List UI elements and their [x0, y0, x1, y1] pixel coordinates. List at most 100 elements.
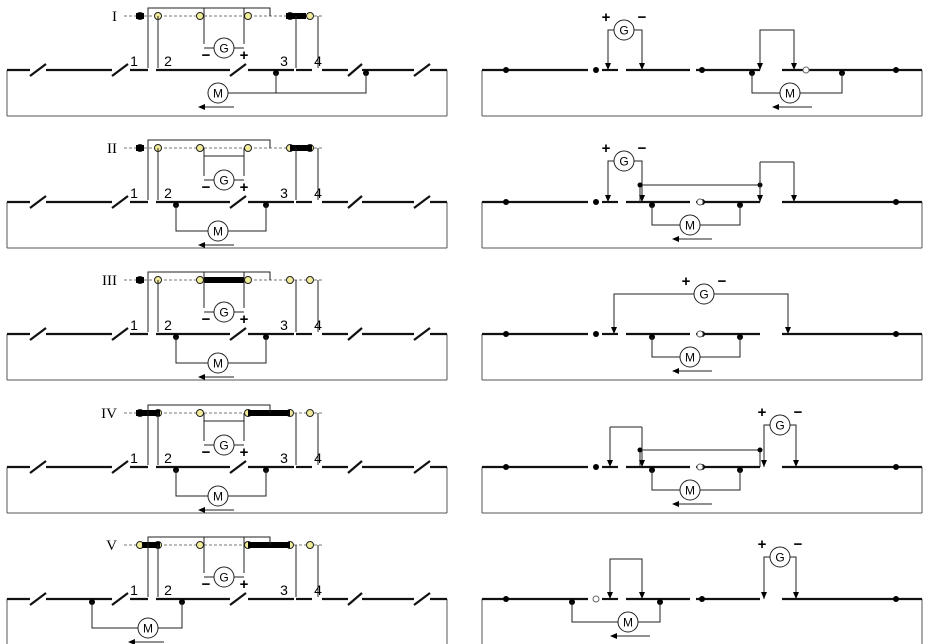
arrow-head [791, 63, 797, 70]
generator-lead [607, 29, 614, 70]
section-number-2: 2 [164, 450, 172, 466]
section-number-3: 3 [280, 317, 288, 333]
arrow-head [761, 460, 767, 467]
arrow-head [761, 592, 767, 599]
generator-circle [213, 566, 235, 588]
junction-dot [503, 596, 509, 602]
section-number-2: 2 [164, 53, 172, 69]
generator-label: G [775, 551, 784, 565]
motor: M [207, 352, 229, 374]
bus-bar [248, 410, 290, 416]
bus-bar [136, 277, 144, 283]
junction-dot [893, 464, 899, 470]
track-switch [29, 460, 47, 474]
right-panel-3: G+−M [481, 273, 923, 381]
junction-dot [893, 331, 899, 337]
plus-sign: + [758, 536, 767, 553]
section-number-4: 4 [314, 53, 322, 69]
track-switch [413, 460, 431, 474]
motor: M [617, 611, 639, 633]
switch-contact [196, 409, 204, 417]
track-switch [413, 63, 431, 77]
minus-sign: − [718, 273, 727, 290]
track-switch [413, 592, 431, 606]
motor-circle [207, 485, 229, 507]
motor: M [207, 82, 229, 104]
minus-sign: − [202, 311, 211, 328]
generator-label: G [219, 439, 228, 453]
wire [175, 205, 208, 232]
track-switch [229, 460, 247, 474]
motor-circle [617, 611, 639, 633]
track-switch [347, 460, 363, 474]
generator-label: G [219, 571, 228, 585]
motor: M [779, 82, 801, 104]
track-switch [347, 592, 363, 606]
junction-dot [503, 331, 509, 337]
arrow-head [605, 63, 611, 70]
right-panel-5: G + − M [481, 536, 923, 644]
arrow-head [639, 460, 645, 467]
generator-label: G [775, 419, 784, 433]
wire [638, 602, 661, 623]
motor: M [137, 617, 159, 639]
right-panel-2: G+−M [481, 140, 923, 249]
wire [700, 205, 741, 226]
motor-label: M [685, 484, 695, 498]
switch-contact [306, 276, 314, 284]
generator-label: G [699, 288, 708, 302]
track-switch [111, 460, 129, 474]
arrow-head [607, 592, 613, 599]
open-terminal [696, 198, 704, 206]
generator-label: G [619, 155, 628, 169]
junction-dot [637, 182, 643, 188]
plus-sign: + [682, 273, 691, 290]
generator-circle [769, 414, 791, 436]
motor-circle [679, 214, 701, 236]
generator-lead [714, 293, 789, 334]
arrow-head [128, 639, 135, 644]
arrow-head [772, 104, 779, 110]
generator-circle [213, 434, 235, 456]
bus-bar [290, 145, 312, 151]
motor-label: M [213, 225, 223, 239]
arrow-head [639, 63, 645, 70]
generator-circle [693, 283, 715, 305]
open-terminal [592, 595, 600, 603]
motor: M [207, 485, 229, 507]
wire [800, 73, 843, 94]
motor-label: M [623, 616, 633, 630]
junction-dot [637, 447, 643, 453]
motor: M [679, 479, 701, 501]
generator-circle [769, 546, 791, 568]
generator: G [769, 414, 791, 436]
junction-dot [593, 67, 599, 73]
track-switch [29, 327, 47, 341]
plus-sign: + [758, 404, 767, 421]
junction-dot [757, 447, 763, 453]
upper-loop [203, 148, 245, 157]
switch-contact [286, 276, 294, 284]
motor-label: M [213, 87, 223, 101]
wire [651, 337, 680, 358]
generator-lead [763, 556, 770, 599]
track-switch [29, 63, 47, 77]
motor-circle [207, 352, 229, 374]
junction-dot [699, 67, 705, 73]
minus-sign: − [794, 536, 803, 553]
wire [175, 470, 208, 497]
generator-lead [790, 556, 797, 599]
generator-label: G [219, 306, 228, 320]
generator-circle [613, 19, 635, 41]
row-numeral: I [112, 9, 117, 25]
section-number-1: 1 [130, 317, 138, 333]
plus-sign: + [602, 140, 611, 157]
cross-link [639, 449, 761, 467]
bus-bar [204, 277, 244, 283]
wire [651, 205, 680, 226]
wire [158, 602, 183, 629]
wire [700, 470, 741, 491]
switch-contact [306, 12, 314, 20]
junction-dot [593, 199, 599, 205]
upper-loop [147, 139, 271, 148]
